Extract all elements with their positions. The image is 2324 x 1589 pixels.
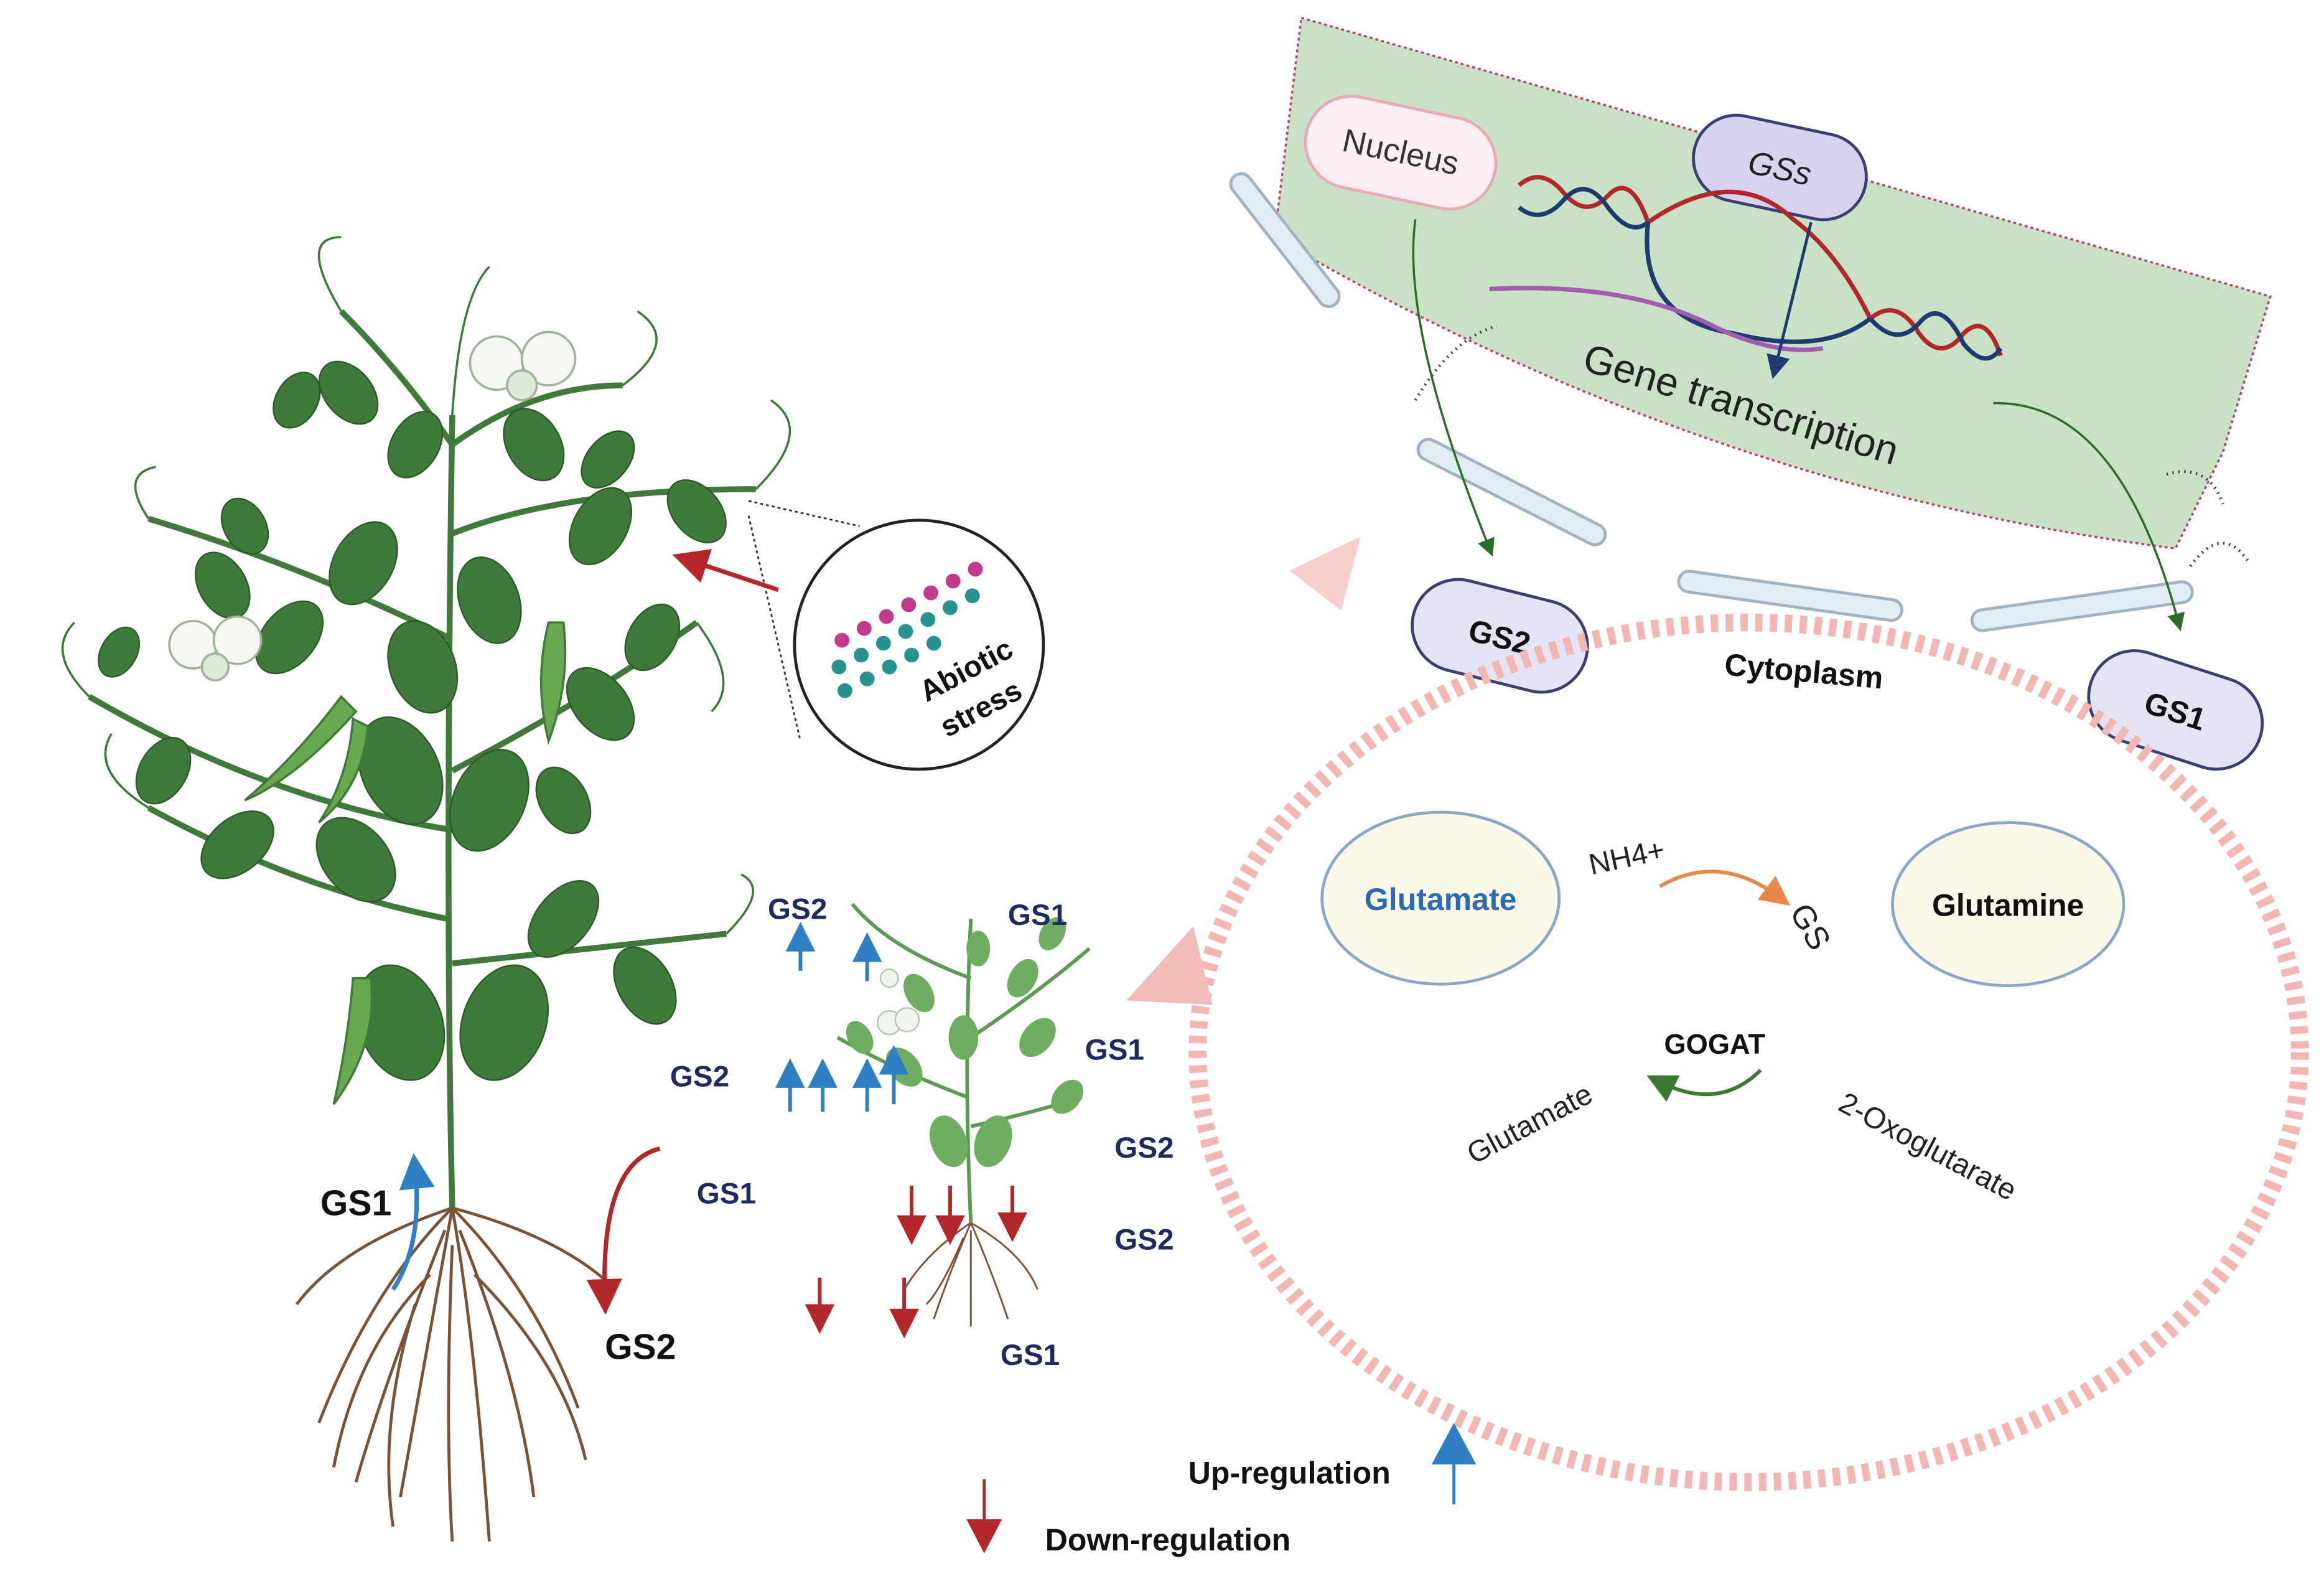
glutamate-node: Glutamate [1320, 810, 1561, 986]
stress-arrow [672, 549, 779, 593]
glutamate-label: Glutamate [1365, 882, 1517, 917]
pea-plant-large: GS1 GS2 [61, 236, 791, 1542]
small-gs1-right-label: GS1 [1085, 1034, 1144, 1067]
legend-down-label: Down-regulation [1045, 1522, 1290, 1557]
nucleus-pill: Nucleus [1304, 95, 1498, 211]
pea-plant-small: GS2 GS1 GS2 GS1 GS1 GS2 GS2 GS1 [670, 893, 1174, 1372]
gss-pill: GSs [1692, 113, 1868, 222]
abiotic-stress-badge: Abiotic stress [793, 518, 1045, 771]
gs-reaction-arrow [1659, 869, 1791, 906]
nucleus-export-arrow [1412, 219, 1495, 557]
plant-cell: Nucleus GSs Gene transcription [1229, 16, 2272, 632]
legend-up-label: Up-regulation [1188, 1456, 1391, 1491]
small-up-arrows [775, 922, 909, 1112]
membrane-segment [1677, 570, 1903, 622]
glutamine-node: Glutamine [1891, 821, 2126, 987]
big-gs1-label: GS1 [320, 1184, 391, 1224]
glutamine-label: Glutamine [1932, 888, 2084, 923]
gs2-down-arrow [586, 1146, 661, 1315]
ring-arrowhead [1289, 537, 1361, 611]
gs1-up-arrow [391, 1153, 435, 1291]
legend-down-arrow-head [966, 1519, 1002, 1554]
cytoplasm-label: Cytoplasm [1723, 647, 1885, 695]
cycle-ring [1188, 613, 2309, 1491]
gs2-membrane-pill: GS2 [1411, 578, 1589, 694]
gs-enzyme-label: GS [1783, 898, 1837, 957]
membrane-segment [1229, 172, 1341, 308]
root-system [295, 1206, 617, 1542]
glutamate-product-label: Glutamate [1462, 1077, 1598, 1171]
gogat-label: GOGAT [1664, 1028, 1765, 1060]
small-gs2-left-label: GS2 [670, 1060, 729, 1093]
gogat-reaction-arrow [1646, 1069, 1762, 1102]
small-gs2-right1-label: GS2 [1114, 1132, 1174, 1165]
small-down-arrows [805, 1186, 1027, 1339]
small-gs2-top-label: GS2 [768, 893, 827, 926]
small-gs1-bottom-label: GS1 [1001, 1339, 1060, 1372]
nh4-label: NH4+ [1586, 833, 1668, 881]
cell-body [1273, 16, 2272, 550]
gs1-membrane-pill: GS1 [2087, 649, 2264, 771]
big-gs2-label: GS2 [605, 1328, 676, 1367]
small-gs2-right2-label: GS2 [1114, 1223, 1174, 1256]
ring-arrowhead [1126, 926, 1213, 1005]
stress-molecule-icon [831, 561, 983, 698]
legend-up-arrow-head [1431, 1423, 1477, 1465]
membrane-segment [1970, 580, 2194, 632]
dna-strand [1489, 175, 2003, 361]
legend: Up-regulation Down-regulation [966, 1423, 1477, 1557]
small-gs1-top-label: GS1 [1008, 899, 1067, 932]
small-gs1-mid-label: GS1 [697, 1178, 756, 1211]
nucleus-export-arrow [1993, 401, 2185, 631]
membrane-segment [1416, 438, 1607, 546]
oxoglutarate-label: 2-Oxoglutarate [1833, 1086, 2022, 1207]
